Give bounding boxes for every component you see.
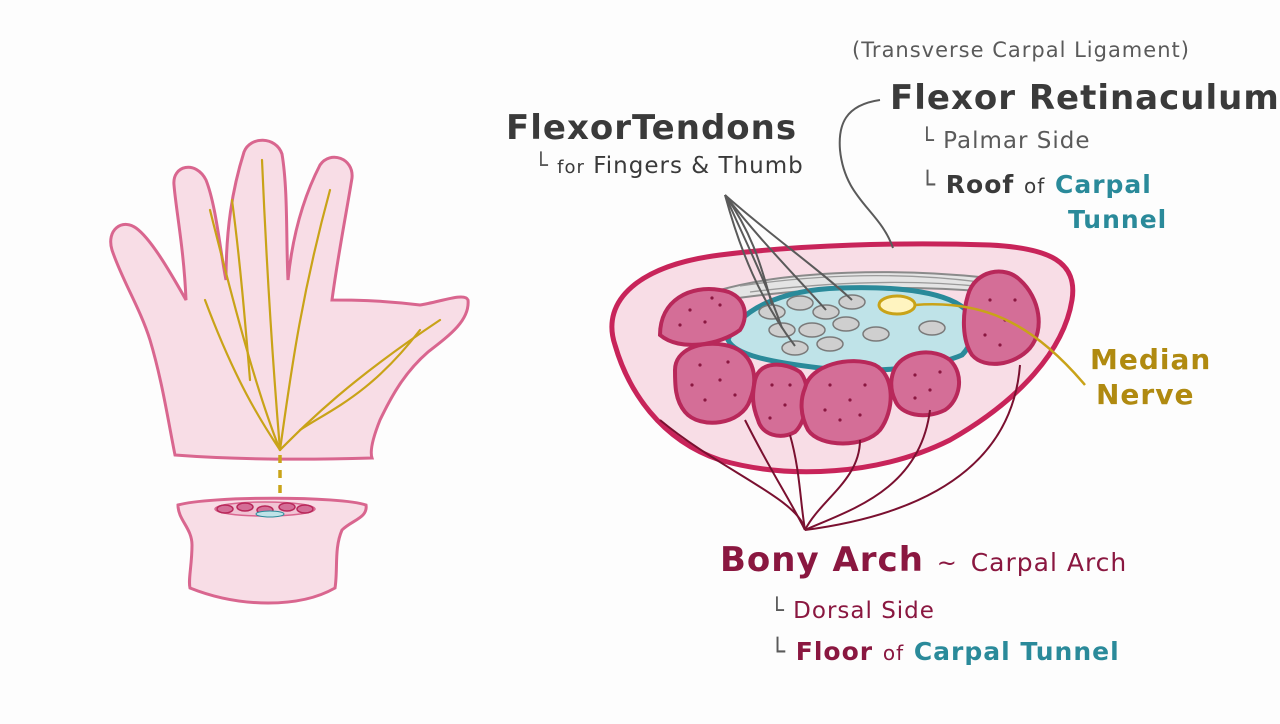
median-label: Median: [1090, 343, 1212, 376]
transverse-carpal-ligament-label: (Transverse Carpal Ligament): [852, 38, 1190, 62]
flexor-tendons: [758, 294, 946, 356]
floor-of-label: of: [882, 641, 905, 665]
tendon: [781, 340, 809, 356]
flexor-retinaculum-title: Flexor Retinaculum: [890, 78, 1280, 118]
floor-carpal-tunnel-label: Carpal Tunnel: [913, 637, 1120, 666]
median-nerve: [877, 294, 917, 316]
tilde-label: ~: [936, 549, 958, 577]
mini-bone: [216, 504, 234, 514]
dorsal-side-line: └ Dorsal Side: [770, 598, 935, 624]
tendon: [816, 336, 844, 352]
carpal-bone: [672, 341, 756, 425]
mini-bone: [236, 502, 254, 512]
bony-arch-label: Bony Arch: [720, 540, 924, 580]
mini-tunnel: [255, 510, 285, 518]
carpal-bone: [799, 359, 893, 446]
carpal-bone: [889, 350, 962, 418]
hand-outline: [109, 138, 470, 461]
carpal-bone: [751, 362, 810, 438]
tendon-pointer-lines: [724, 194, 853, 347]
carpal-cross-section: [609, 99, 1086, 531]
tendon: [918, 320, 946, 336]
bracket-icon: └: [534, 153, 549, 179]
bracket-icon: └: [920, 170, 937, 199]
bony-arch-pointer-lines: [659, 364, 1021, 531]
roof-label: Roof: [945, 170, 1015, 199]
for-label: for: [557, 157, 585, 178]
carpal-arch-label: Carpal Arch: [970, 548, 1128, 577]
floor-line: └ Floor of Carpal Tunnel: [770, 637, 1120, 666]
hand-illustration: [109, 138, 470, 605]
dorsal-side-label: Dorsal Side: [793, 598, 935, 624]
tendon: [862, 326, 890, 342]
fingers-thumb-label: Fingers & Thumb: [593, 153, 804, 179]
mini-bone: [296, 504, 314, 514]
flexor-tendons-title: FlexorTendons: [506, 108, 798, 148]
roof-line: └ Roof of Carpal: [920, 170, 1152, 199]
hand-nerve-branches: [203, 158, 442, 452]
fingers-thumb-line: └ for Fingers & Thumb: [534, 153, 804, 179]
tendon: [768, 322, 796, 338]
nerve-label: Nerve: [1096, 378, 1195, 411]
tendon: [798, 322, 826, 338]
roof-of-label: of: [1023, 174, 1046, 198]
bracket-icon: └: [920, 128, 935, 154]
tendon: [812, 304, 840, 320]
bracket-icon: └: [770, 637, 787, 666]
ligament-fibers: [739, 274, 986, 293]
tendon: [786, 295, 814, 311]
retinaculum-pointer-line: [838, 99, 894, 249]
palmar-side-label: Palmar Side: [943, 128, 1091, 154]
mini-bone: [278, 502, 296, 512]
palmar-side-line: └ Palmar Side: [920, 128, 1091, 154]
roof-tunnel-label: Tunnel: [1068, 205, 1168, 234]
nerve-pointer-line: [914, 303, 1086, 386]
wrist-outline: [176, 496, 368, 605]
bony-arch-line: Bony Arch ~ Carpal Arch: [720, 540, 1127, 580]
roof-carpal-label: Carpal: [1054, 170, 1152, 199]
tendon: [838, 294, 866, 310]
tendon: [832, 316, 860, 332]
bracket-icon: └: [770, 598, 785, 624]
floor-label: Floor: [795, 637, 874, 666]
